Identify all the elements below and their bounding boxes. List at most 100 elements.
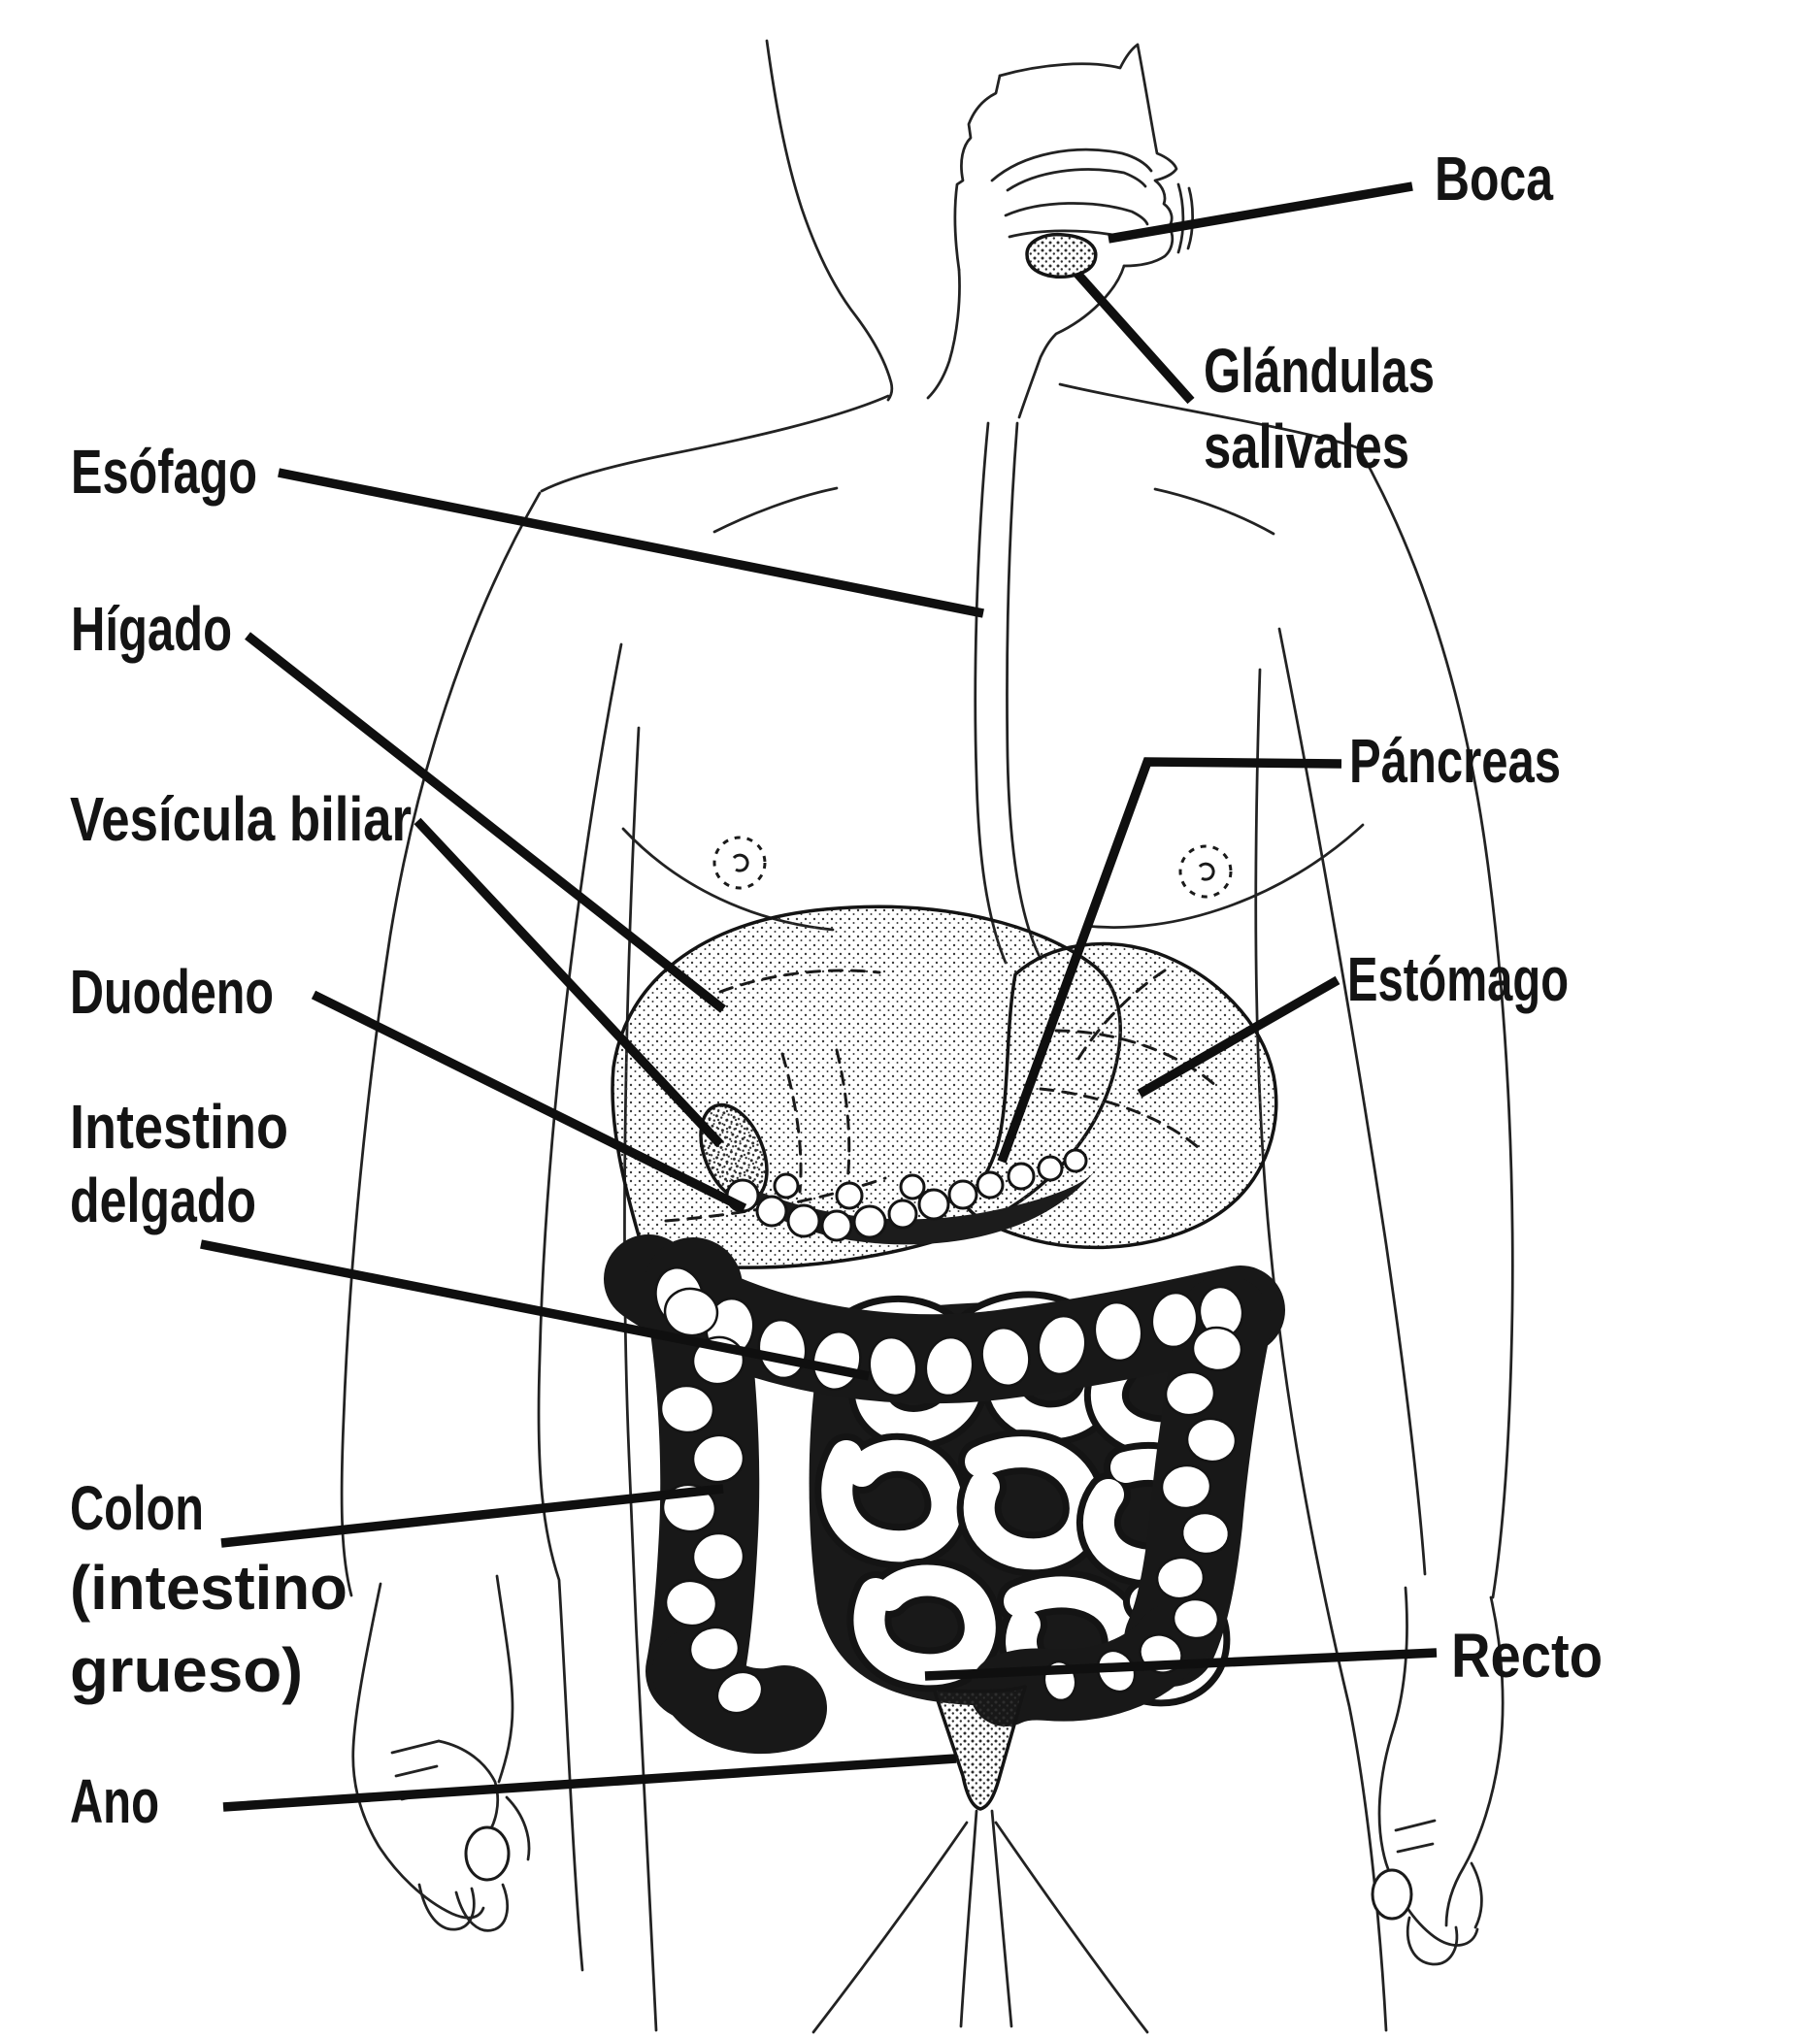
duodenum-pancreas-lobule	[786, 1203, 821, 1238]
inguinal-right-line	[994, 1821, 1149, 2034]
torso-side-left-line	[623, 726, 658, 2032]
esophagus-left-line	[974, 421, 1008, 965]
hand-left-palm-line	[437, 1739, 500, 1842]
hand-right-finger-crease	[1470, 1861, 1483, 1929]
colon-haustra-segment	[1037, 1314, 1087, 1376]
label-colon-line1: Colon	[70, 1473, 204, 1543]
duodenum-pancreas-lobule	[755, 1195, 788, 1228]
duodenum-pancreas-lobule	[1007, 1162, 1036, 1191]
hand-left	[351, 1574, 531, 1932]
duodenum-pancreas-lobule	[976, 1170, 1005, 1200]
palate-lower-line	[1006, 168, 1147, 192]
colon	[604, 1234, 1285, 1755]
liver-falciform-dash-1	[780, 1052, 803, 1194]
lips-inner-line	[1186, 186, 1194, 250]
label-estomago: Estómago	[1347, 944, 1569, 1014]
duodenum-pancreas-lobule	[899, 1173, 926, 1200]
colon-haustra-segment	[1160, 1463, 1212, 1510]
face-profile-line	[1122, 43, 1178, 268]
label-vesicula-biliar: Vesícula biliar	[70, 784, 412, 854]
labels: Boca Glándulas salivales Esófago Hígado …	[70, 144, 1603, 1836]
label-higado: Hígado	[71, 594, 232, 664]
hand-left-thumbnail	[464, 1825, 511, 1882]
hand-left-outer-edge	[351, 1582, 485, 1920]
arm-outer-left-line	[340, 491, 542, 1597]
hand-right	[1371, 1586, 1505, 1966]
label-glandulas-line2: salivales	[1204, 411, 1409, 481]
colon-haustra-segment	[691, 1433, 745, 1484]
skull-cross-section-line	[953, 74, 1002, 272]
torso-side-right-line	[1254, 668, 1388, 2032]
label-colon-line3: grueso)	[70, 1635, 303, 1705]
recto-leader-line	[924, 1648, 1438, 1681]
colon-haustra-segment	[1150, 1291, 1199, 1349]
hand-left-finger-crease	[505, 1795, 531, 1861]
pectoral-right-line	[1083, 823, 1365, 929]
duodenum-pancreas-lobule	[773, 1172, 800, 1200]
colon-leader-line	[220, 1484, 724, 1548]
liver-falciform-dash-2	[835, 1048, 851, 1192]
stomach-shape	[963, 941, 1278, 1250]
duodenum-pancreas-lobule	[1063, 1148, 1088, 1173]
rectum	[932, 1685, 1027, 1811]
higado-leader-line	[245, 632, 726, 1013]
colon-haustra-segment	[659, 1384, 715, 1434]
colon-haustra-segment	[868, 1335, 918, 1397]
tongue-line	[1004, 202, 1149, 226]
hand-left-knuckle-line-1	[390, 1739, 441, 1755]
colon-haustra-segment	[1164, 1370, 1216, 1417]
esophagus-right-line	[1006, 421, 1042, 961]
colon-haustra-segment	[663, 1287, 719, 1337]
rectum-shape	[932, 1685, 1027, 1811]
front-teeth-line	[1176, 182, 1185, 254]
colon-haustra-segment	[924, 1335, 975, 1397]
liver-dome-dash	[718, 969, 881, 994]
colon-haustra-segment	[1185, 1417, 1238, 1463]
hand-right-knuckle-line-1	[1394, 1819, 1437, 1832]
label-intestino-line1: Intestino	[70, 1092, 288, 1162]
small-intestine-loop	[821, 1439, 963, 1562]
arm-outer-right-line	[1357, 446, 1514, 1599]
duodenum-pancreas-lobule	[917, 1188, 950, 1221]
pancreas-duodenum-cluster	[725, 1148, 1097, 1245]
label-ano: Ano	[70, 1766, 159, 1836]
palate-upper-line	[990, 148, 1153, 182]
colon-haustra-segment	[1180, 1511, 1231, 1556]
hand-right-inner-edge	[1377, 1586, 1479, 1947]
small-intestine-loop	[963, 1436, 1101, 1570]
trapezius-right-line	[1058, 382, 1361, 450]
nipple-right	[1178, 844, 1233, 899]
colon-haustra-segment	[1172, 1597, 1220, 1640]
label-boca: Boca	[1435, 144, 1553, 214]
duodenum-pancreas-lobule	[1037, 1155, 1064, 1182]
glandulas-salivales-leader-line	[1074, 270, 1195, 405]
gluteal-cleft-left-line	[959, 1809, 978, 2028]
colon-haustra-segment	[688, 1626, 741, 1672]
head-top-line	[998, 43, 1140, 78]
nipple-left-ring	[712, 836, 767, 890]
liver-stomach-boundary-dash	[1074, 969, 1167, 1066]
label-pancreas: Páncreas	[1349, 726, 1561, 796]
boca-leader-line	[1108, 181, 1413, 244]
hand-left-finger-2	[454, 1883, 510, 1932]
salivary-gland-shape	[1025, 232, 1098, 279]
intestino-delgado-leader-line	[200, 1239, 870, 1381]
arm-inner-left-line	[537, 642, 623, 1972]
colon-haustra-segment	[980, 1326, 1031, 1388]
colon-haustra-segment	[1155, 1556, 1206, 1600]
duodenum-pancreas-lobule	[887, 1199, 918, 1230]
hand-left-inner-edge	[495, 1574, 514, 1784]
colon-haustra-segment	[1093, 1300, 1143, 1363]
pharynx-back-line	[926, 268, 961, 400]
nipple-right-spiral	[1198, 862, 1215, 881]
duodenum-pancreas-lobule	[820, 1209, 853, 1242]
duodenum-pancreas-lobule	[835, 1181, 864, 1210]
inguinal-left-line	[811, 1821, 969, 2034]
trapezius-left-line	[540, 394, 890, 493]
hand-left-finger-1	[417, 1883, 476, 1931]
duodenum-pancreas-lobule	[947, 1179, 978, 1210]
clavicle-right-line	[1153, 487, 1275, 536]
colon-haustra-segment	[664, 1579, 718, 1627]
mouth-floor-line	[1008, 229, 1120, 239]
